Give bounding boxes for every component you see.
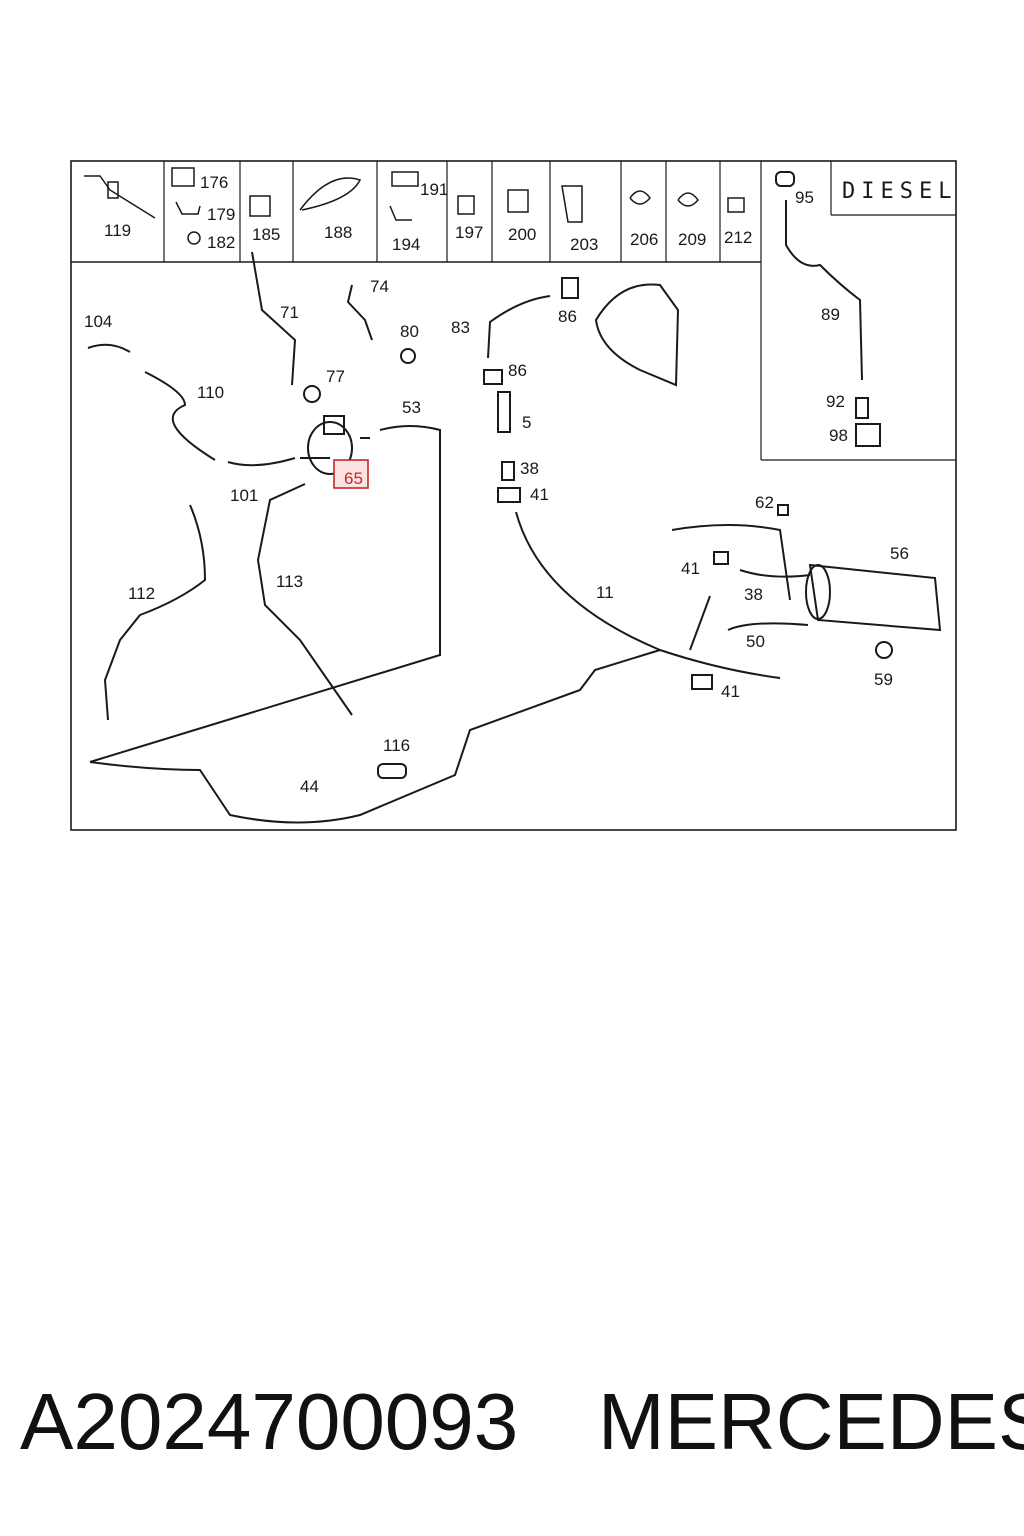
diagram-frame xyxy=(70,160,957,831)
label-62: 62 xyxy=(755,493,774,512)
label-59: 59 xyxy=(874,670,893,689)
label-41-a: 41 xyxy=(530,485,549,504)
label-95: 95 xyxy=(795,188,814,207)
label-53: 53 xyxy=(402,398,421,417)
label-74: 74 xyxy=(370,277,389,296)
label-203: 203 xyxy=(570,235,598,254)
label-41-c: 41 xyxy=(721,682,740,701)
label-41-b: 41 xyxy=(681,559,700,578)
label-104: 104 xyxy=(84,312,112,331)
label-101: 101 xyxy=(230,486,258,505)
label-188: 188 xyxy=(324,223,352,242)
highlight-box-65 xyxy=(333,459,369,489)
parts-diagram: 119 176 179 182 185 188 191 194 197 200 … xyxy=(70,160,957,831)
part-number: A2024700093 xyxy=(20,1377,519,1466)
label-209: 209 xyxy=(678,230,706,249)
label-185: 185 xyxy=(252,225,280,244)
clip-icon xyxy=(84,167,745,245)
footer: A2024700093 MERCEDES xyxy=(20,1372,1024,1472)
label-38-b: 38 xyxy=(744,585,763,604)
label-5: 5 xyxy=(522,413,531,432)
label-56: 56 xyxy=(890,544,909,563)
label-197: 197 xyxy=(455,223,483,242)
label-194: 194 xyxy=(392,235,420,254)
label-113: 113 xyxy=(276,572,303,591)
label-200: 200 xyxy=(508,225,536,244)
label-112: 112 xyxy=(128,584,155,603)
label-65-highlighted: 65 xyxy=(344,469,363,488)
label-182: 182 xyxy=(207,233,235,252)
label-44: 44 xyxy=(300,777,319,796)
label-110: 110 xyxy=(197,383,224,402)
brand-name: MERCEDES xyxy=(598,1377,1024,1466)
label-206: 206 xyxy=(630,230,658,249)
diesel-label: DIESEL xyxy=(842,179,957,204)
label-71: 71 xyxy=(280,303,299,322)
label-38: 38 xyxy=(520,459,539,478)
label-92: 92 xyxy=(826,392,845,411)
label-77: 77 xyxy=(326,367,345,386)
label-116: 116 xyxy=(383,736,410,755)
label-86-a: 86 xyxy=(558,307,577,326)
label-98: 98 xyxy=(829,426,848,445)
label-89: 89 xyxy=(821,305,840,324)
label-86-b: 86 xyxy=(508,361,527,380)
label-83: 83 xyxy=(451,318,470,337)
label-179: 179 xyxy=(207,205,235,224)
label-191: 191 xyxy=(420,180,448,199)
label-176: 176 xyxy=(200,173,228,192)
label-50: 50 xyxy=(746,632,765,651)
label-119: 119 xyxy=(104,221,131,240)
label-80: 80 xyxy=(400,322,419,341)
label-212: 212 xyxy=(724,228,752,247)
label-11: 11 xyxy=(596,583,614,602)
